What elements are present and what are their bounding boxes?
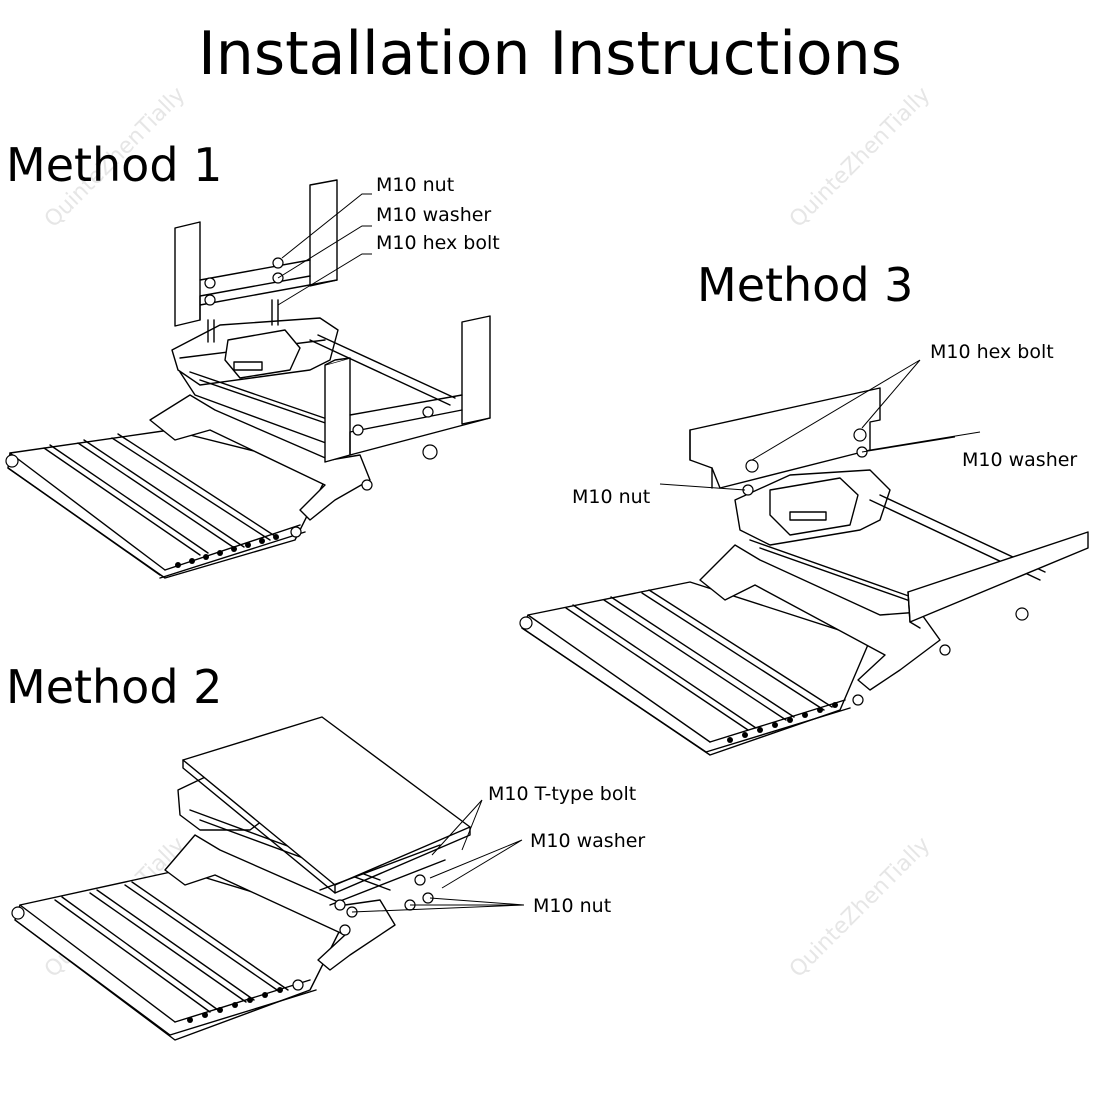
method-1-step-assembly (5, 179, 491, 579)
method-2-tread (11, 869, 346, 1041)
method-2-callout-t-bolt: M10 T-type bolt (488, 783, 637, 805)
method-2-hole-row (187, 979, 304, 1023)
method-3-callout-washer: M10 washer (962, 449, 1078, 471)
method-1-callout-nut: M10 nut (376, 174, 455, 196)
method-1-callout-hex-bolt: M10 hex bolt (376, 232, 500, 254)
method-2-step-assembly (11, 716, 525, 1041)
method-1-heading: Method 1 (6, 138, 223, 192)
method-3-tread (519, 581, 871, 756)
method-3-hole-row (727, 694, 864, 743)
method-2-heading: Method 2 (6, 660, 223, 714)
method-3-step-assembly (519, 359, 1089, 756)
page-title: Installation Instructions (198, 19, 902, 89)
method-3-heading: Method 3 (697, 258, 914, 312)
method-2-callout-washer: M10 washer (530, 830, 646, 852)
method-3-callout-nut: M10 nut (572, 486, 651, 508)
method-1-callout-washer: M10 washer (376, 204, 492, 226)
method-3-callout-hex-bolt: M10 hex bolt (930, 341, 1054, 363)
method-1-hole-row (175, 526, 302, 568)
method-2-callout-nut: M10 nut (533, 895, 612, 917)
